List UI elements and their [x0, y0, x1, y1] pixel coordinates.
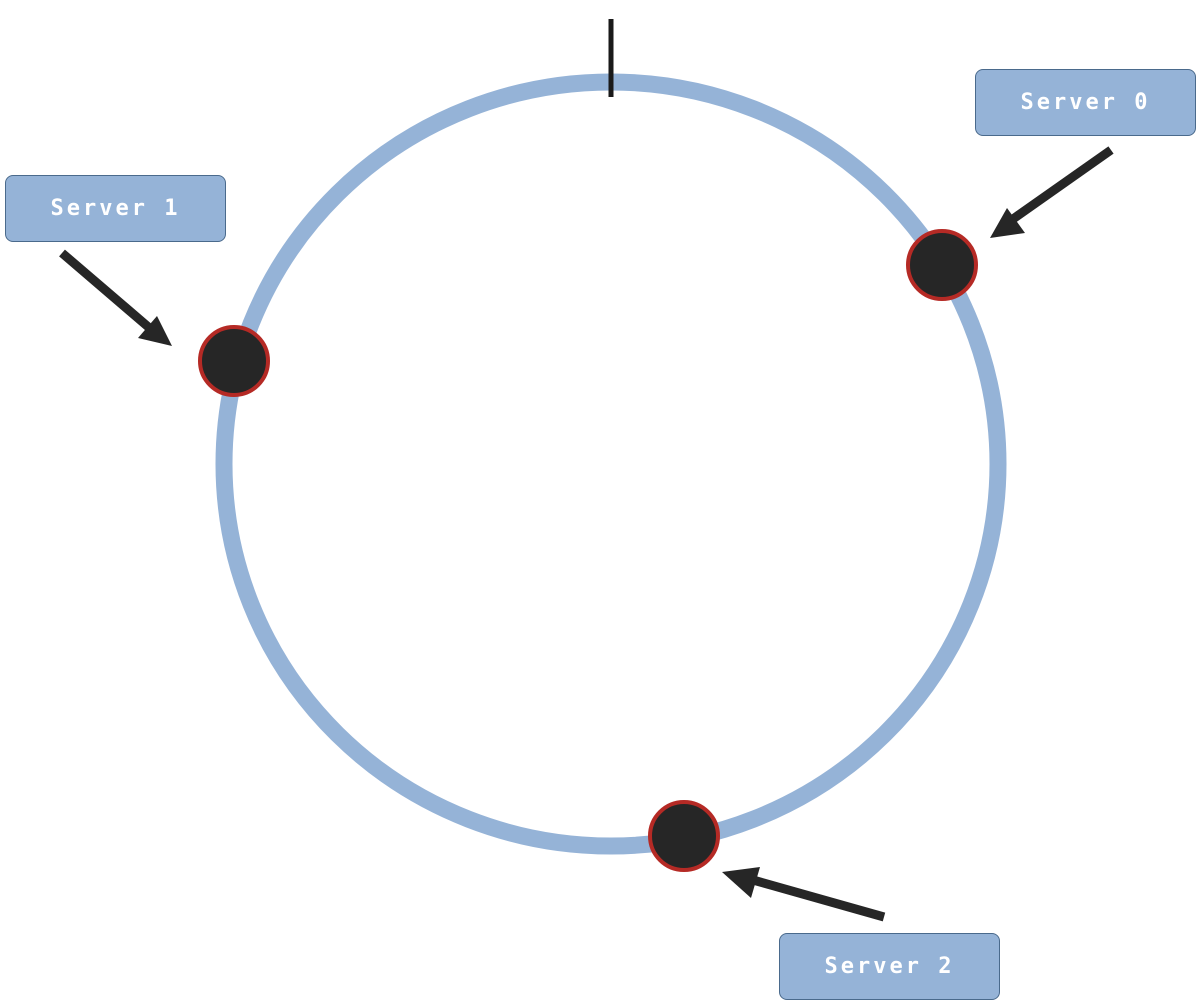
server-0-label: Server 0	[975, 69, 1196, 136]
server-2-node	[648, 800, 720, 872]
server-2-label: Server 2	[779, 933, 1000, 1000]
hash-ring	[215, 73, 1007, 855]
server-1-node	[198, 325, 270, 397]
server-0-arrow	[990, 146, 1114, 238]
server-0-node	[906, 229, 978, 301]
server-1-arrow	[59, 249, 172, 346]
server-1-label: Server 1	[5, 175, 226, 242]
server-2-arrow	[722, 867, 886, 922]
